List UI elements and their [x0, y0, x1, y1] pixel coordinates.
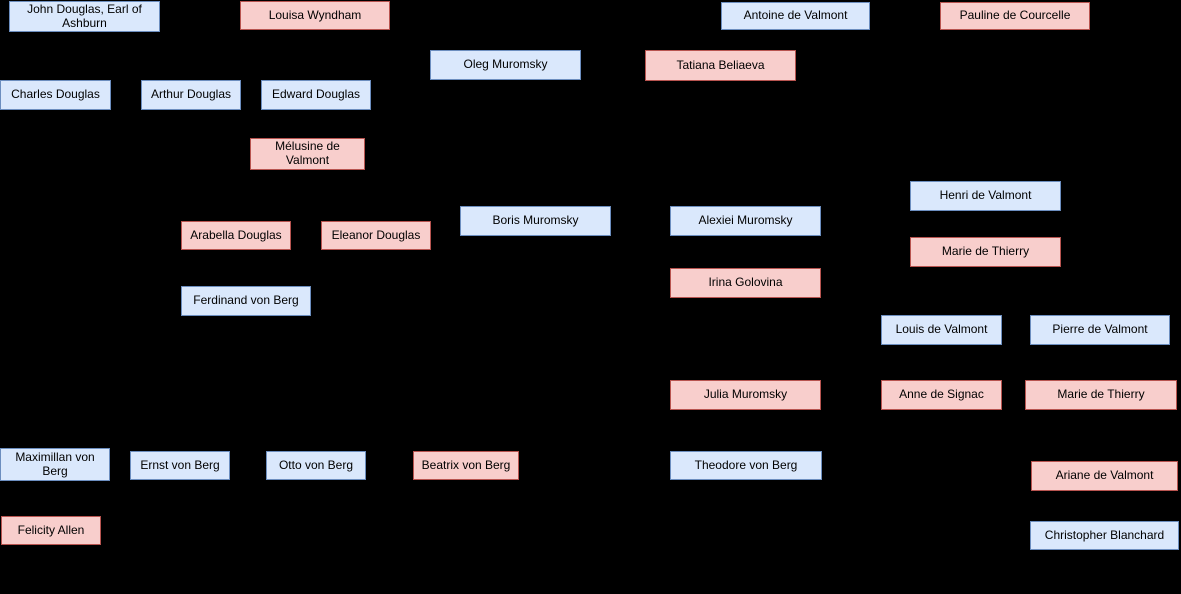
person-node-otto-von-berg[interactable]: Otto von Berg	[266, 451, 366, 480]
person-node-boris-muromsky[interactable]: Boris Muromsky	[460, 206, 611, 236]
person-node-irina-golovina[interactable]: Irina Golovina	[670, 268, 821, 298]
person-node-antoine-de-valmont[interactable]: Antoine de Valmont	[721, 2, 870, 30]
person-name: Arabella Douglas	[190, 227, 282, 242]
person-node-melusine-de-valmont[interactable]: Mélusine de Valmont	[250, 138, 365, 170]
person-name: Henri de Valmont	[939, 188, 1032, 203]
person-name: Antoine de Valmont	[743, 8, 848, 23]
person-name: Mélusine de Valmont	[275, 139, 340, 167]
person-name: Tatiana Beliaeva	[676, 57, 765, 72]
person-name: Christopher Blanchard	[1044, 527, 1165, 542]
person-name: Anne de Signac	[899, 387, 984, 402]
person-name: Louis de Valmont	[895, 322, 988, 337]
person-name: Oleg Muromsky	[463, 57, 548, 72]
person-node-arabella-douglas[interactable]: Arabella Douglas	[181, 221, 291, 250]
person-name: Ernst von Berg	[140, 457, 220, 472]
person-node-charles-douglas[interactable]: Charles Douglas	[0, 80, 111, 110]
person-node-theodore-von-berg[interactable]: Theodore von Berg	[670, 451, 822, 480]
person-node-marie-de-thierry[interactable]: Marie de Thierry	[910, 237, 1061, 267]
person-name: Arthur Douglas	[150, 87, 232, 102]
person-name: Marie de Thierry	[941, 244, 1030, 259]
person-node-ariane-de-valmont[interactable]: Ariane de Valmont	[1031, 461, 1178, 491]
person-node-tatiana-beliaeva[interactable]: Tatiana Beliaeva	[645, 50, 796, 81]
person-node-felicity-allen[interactable]: Felicity Allen	[1, 516, 101, 545]
person-node-ernst-von-berg[interactable]: Ernst von Berg	[130, 451, 230, 480]
person-name: Eleanor Douglas	[331, 227, 421, 242]
person-name: Irina Golovina	[708, 275, 783, 290]
person-node-beatrix-von-berg[interactable]: Beatrix von Berg	[413, 451, 519, 480]
person-name: Edward Douglas	[271, 87, 361, 102]
person-name: Maximillan von Berg	[15, 449, 95, 478]
person-node-christopher-blanchard[interactable]: Christopher Blanchard	[1030, 521, 1179, 550]
person-name: Beatrix von Berg	[421, 457, 511, 472]
person-name: Pierre de Valmont	[1052, 322, 1148, 337]
person-name: Julia Muromsky	[703, 387, 788, 402]
person-name: Felicity Allen	[17, 522, 85, 537]
person-name: Charles Douglas	[11, 87, 100, 102]
person-name: Otto von Berg	[278, 457, 354, 472]
person-node-edward-douglas[interactable]: Edward Douglas	[261, 80, 371, 110]
person-name: Ariane de Valmont	[1055, 468, 1154, 483]
person-node-ferdinand-von-berg[interactable]: Ferdinand von Berg	[181, 286, 311, 316]
person-name: Louisa Wyndham	[268, 7, 362, 22]
person-node-julia-muromsky[interactable]: Julia Muromsky	[670, 380, 821, 410]
person-node-louis-de-valmont[interactable]: Louis de Valmont	[881, 315, 1002, 345]
person-name: John Douglas, Earl of Ashburn	[27, 1, 142, 30]
person-name: Alexiei Muromsky	[698, 213, 793, 228]
person-node-alexiei-muromsky[interactable]: Alexiei Muromsky	[670, 206, 821, 236]
person-node-henri-de-valmont[interactable]: Henri de Valmont	[910, 181, 1061, 211]
person-node-john-douglas-earl-of-ashburn[interactable]: John Douglas, Earl of Ashburn	[9, 1, 160, 32]
person-node-eleanor-douglas[interactable]: Eleanor Douglas	[321, 221, 431, 250]
person-name: Theodore von Berg	[694, 457, 798, 472]
person-node-pierre-de-valmont[interactable]: Pierre de Valmont	[1030, 315, 1170, 345]
person-node-arthur-douglas[interactable]: Arthur Douglas	[141, 80, 241, 110]
person-name: Pauline de Courcelle	[959, 8, 1071, 23]
person-node-anne-de-signac[interactable]: Anne de Signac	[881, 380, 1002, 410]
person-name: Ferdinand von Berg	[193, 293, 299, 308]
person-name: Boris Muromsky	[492, 213, 579, 228]
person-node-pauline-de-courcelle[interactable]: Pauline de Courcelle	[940, 2, 1090, 30]
person-node-louisa-wyndham[interactable]: Louisa Wyndham	[240, 1, 390, 30]
person-node-oleg-muromsky[interactable]: Oleg Muromsky	[430, 50, 581, 80]
person-node-marie-de-thierry-2[interactable]: Marie de Thierry	[1025, 380, 1177, 410]
person-name: Marie de Thierry	[1057, 387, 1145, 402]
person-node-maximillan-von-berg[interactable]: Maximillan von Berg	[0, 448, 110, 481]
